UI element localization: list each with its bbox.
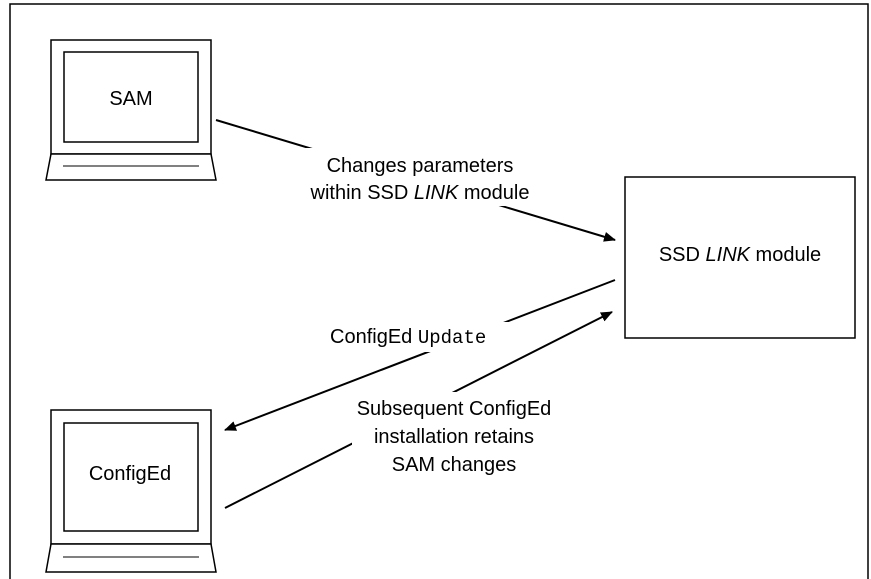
edge-label-configed-update: ConfigEd Update: [324, 322, 522, 352]
edge-label-configed-to-module: Subsequent ConfigEd installation retains…: [352, 392, 556, 482]
configed-update-label: ConfigEd Update: [330, 326, 486, 349]
edge-label-line1: Changes parameters: [327, 155, 514, 177]
diagram-frame: [9, 3, 869, 579]
configed-laptop-icon: [45, 409, 217, 573]
ssd-link-module-box: [624, 176, 856, 339]
ssd-link-module-label: SSD LINK module: [659, 244, 821, 266]
arrow-module-to-configed: [224, 279, 616, 431]
edge-label-line2: installation retains: [374, 426, 534, 448]
configed-label: ConfigEd: [89, 463, 171, 485]
edge-label-line1: Subsequent ConfigEd: [357, 398, 552, 420]
edge-label-line2: within SSD LINK module: [310, 182, 530, 204]
update-command-code: Update: [418, 327, 486, 349]
sam-label: SAM: [109, 88, 152, 110]
edge-label-line3: SAM changes: [392, 454, 517, 476]
edge-label-sam-to-module: Changes parameters within SSD LINK modul…: [284, 148, 556, 206]
sam-laptop-icon: [45, 39, 217, 181]
